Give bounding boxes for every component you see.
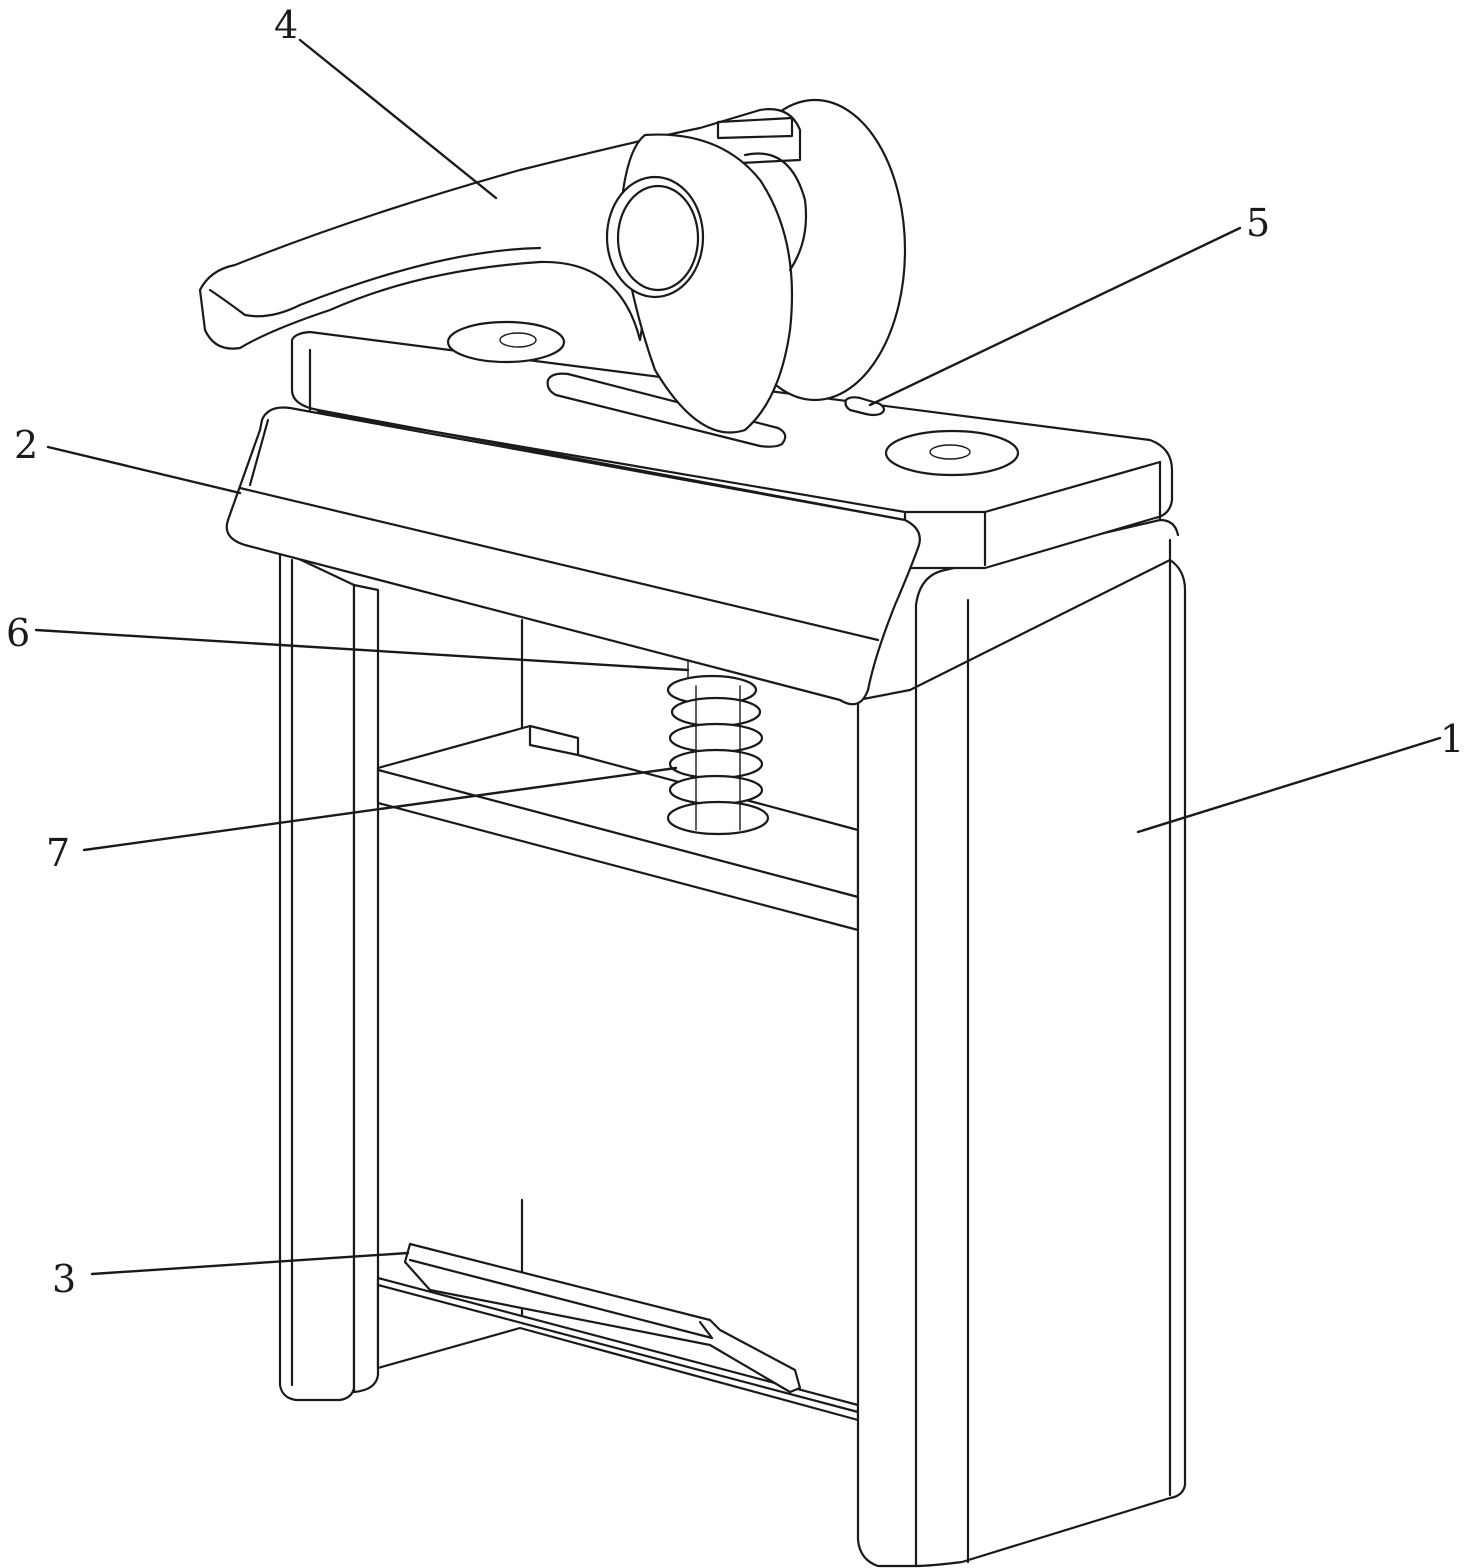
frame: [278, 518, 1187, 1568]
clamp-plate: [225, 406, 921, 706]
cam-pivot-pin: [605, 175, 705, 299]
spring-coil-3: [668, 722, 764, 754]
wedge-body: [403, 1242, 802, 1394]
leader-lines: [34, 38, 1442, 1276]
leader-4: [298, 38, 498, 200]
label-7: 7: [46, 831, 70, 875]
wedge-edge: [408, 1258, 714, 1340]
leader-3: [90, 1251, 410, 1276]
frame-left-leg-side: [352, 583, 380, 1394]
bottom-wedge: [403, 1242, 802, 1394]
screw-right: [884, 429, 1020, 477]
cam-rear-hub: [743, 152, 808, 272]
screw-left: [446, 320, 566, 364]
top-block-front-edge: [316, 410, 1162, 514]
cam-pivot-pin-inner: [616, 184, 700, 292]
label-5: 5: [1246, 201, 1270, 245]
leader-7: [82, 766, 678, 852]
cam-top-slot: [716, 116, 794, 140]
spring: [666, 659, 770, 836]
frame-right-leg: [856, 558, 1187, 1568]
spring-core: [695, 685, 741, 831]
spring-coil-5: [668, 774, 764, 806]
callout-labels: 1 2 3 4 5 6 7: [6, 3, 1464, 1301]
clamp-plate-body: [225, 406, 921, 706]
label-6: 6: [6, 611, 30, 655]
label-3: 3: [52, 1257, 76, 1301]
frame-cross-plate-notch: [528, 724, 580, 757]
cam-lever: [198, 98, 907, 434]
top-block-face: [290, 330, 1174, 570]
spring-coil-6: [666, 800, 770, 836]
leader-5: [868, 226, 1242, 407]
pivot-slot: [844, 396, 886, 417]
screw-right-head: [929, 444, 971, 460]
clamp-plate-chamfer: [248, 418, 270, 487]
leader-6: [34, 628, 690, 672]
clamp-plate-top-edge: [238, 486, 880, 642]
screw-left-head: [499, 332, 537, 348]
wedge-step: [698, 1320, 714, 1340]
leader-1: [1136, 736, 1442, 834]
label-2: 2: [14, 423, 38, 467]
frame-bottom-plate-edge: [376, 1283, 860, 1414]
label-1: 1: [1440, 717, 1464, 761]
label-4: 4: [274, 3, 298, 47]
cam-lever-arm-edge: [208, 246, 542, 318]
spring-coil-4: [668, 748, 764, 780]
leader-2: [46, 445, 242, 495]
spring-coil-2: [670, 696, 762, 728]
